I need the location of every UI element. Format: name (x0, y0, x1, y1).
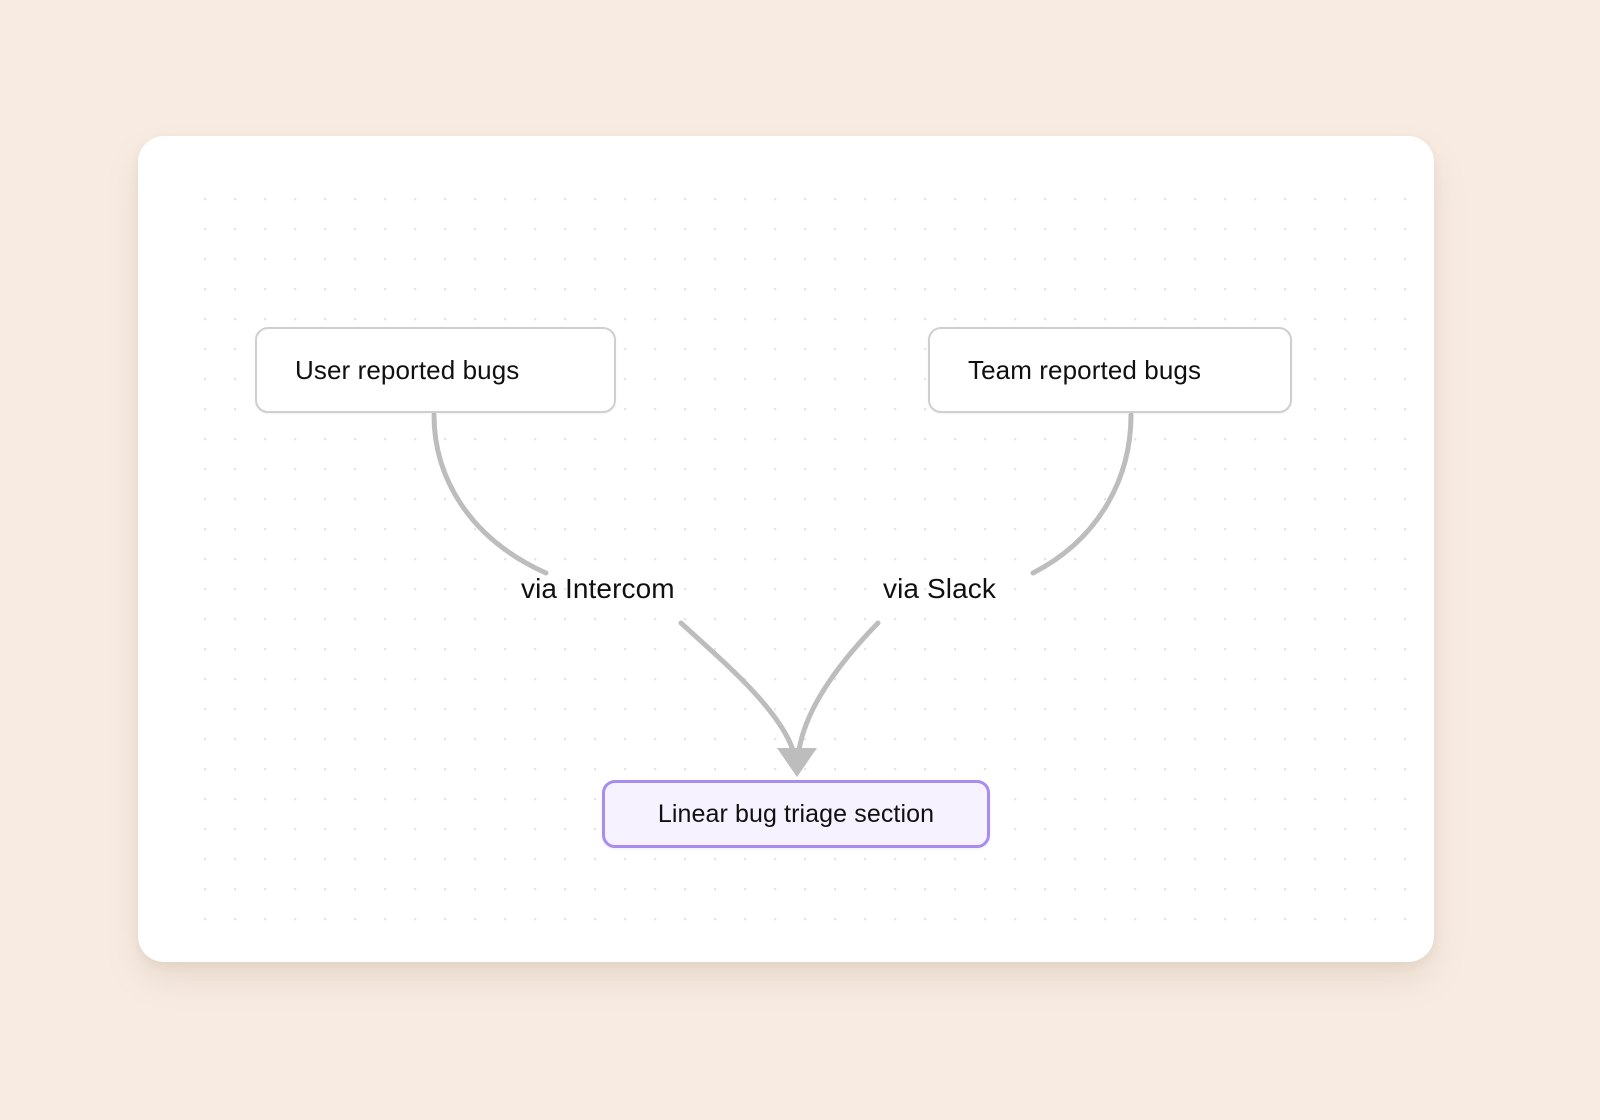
edge-team-to-slack (1030, 412, 1134, 576)
node-label: User reported bugs (295, 354, 520, 385)
edges-layer (431, 412, 1134, 777)
edge-intercom-to-linear (678, 620, 796, 753)
node-user-reported-bugs[interactable]: User reported bugs (255, 327, 616, 413)
node-linear-bug-triage-section[interactable]: Linear bug triage section (602, 780, 990, 848)
edge-user-to-intercom (431, 412, 549, 576)
node-team-reported-bugs[interactable]: Team reported bugs (928, 327, 1292, 413)
node-label: Linear bug triage section (657, 799, 935, 828)
edge-label-via-intercom: via Intercom (521, 573, 675, 604)
arrowhead-icon (777, 748, 817, 777)
diagram-canvas-card[interactable]: User reported bugs Team reported bugs Li… (138, 136, 1434, 962)
node-label: Team reported bugs (968, 354, 1202, 385)
edge-slack-to-linear (796, 620, 881, 753)
edge-label-via-slack: via Slack (883, 573, 996, 604)
